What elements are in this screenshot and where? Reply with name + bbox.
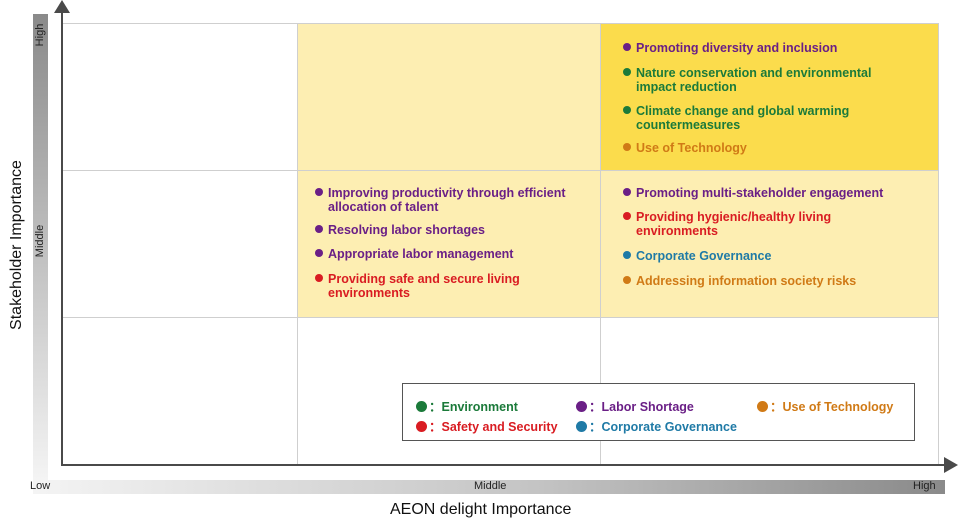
list-item: Climate change and global warming counte…	[623, 104, 849, 132]
safety-dot-icon	[623, 212, 631, 220]
technology-dot-icon	[757, 401, 768, 412]
list-item: Use of Technology	[623, 141, 747, 155]
cell-middle-high	[298, 23, 601, 171]
list-item: Resolving labor shortages	[315, 223, 485, 237]
list-item: Corporate Governance	[623, 249, 771, 263]
legend-item-use-of-technology: ：Use of Technology	[757, 396, 893, 415]
x-tick-middle: Middle	[474, 480, 507, 492]
y-tick-high: High	[34, 23, 46, 47]
labor-shortage-dot-icon	[576, 401, 587, 412]
cell-low-high	[63, 23, 298, 171]
cell-high-middle	[601, 171, 939, 318]
list-item: Appropriate labor management	[315, 247, 513, 261]
x-axis-gradient-bar	[33, 480, 945, 494]
list-item: Providing hygienic/healthy living enviro…	[623, 210, 831, 238]
list-item: Nature conservation and environmental im…	[623, 66, 871, 94]
list-item: Improving productivity through efficient…	[315, 186, 566, 214]
legend-item-environment: ：Environment	[416, 396, 518, 415]
technology-dot-icon	[623, 276, 631, 284]
labor-shortage-dot-icon	[623, 43, 631, 51]
list-item: Promoting diversity and inclusion	[623, 41, 837, 55]
x-axis-title: AEON delight Importance	[390, 501, 572, 518]
legend-item-corporate-governance: ：Corporate Governance	[576, 416, 737, 435]
environment-dot-icon	[623, 68, 631, 76]
legend-item-labor-shortage: ：Labor Shortage	[576, 396, 694, 415]
x-axis-arrow-icon	[944, 457, 958, 473]
cell-low-low	[63, 318, 298, 465]
cell-high-high	[601, 23, 939, 171]
y-axis-gradient-bar	[33, 14, 48, 480]
legend-item-safety-and-security: ：Safety and Security	[416, 416, 558, 435]
x-axis-line	[61, 464, 946, 466]
y-axis-arrow-icon	[54, 0, 70, 13]
labor-shortage-dot-icon	[623, 188, 631, 196]
list-item: Addressing information society risks	[623, 274, 856, 288]
labor-shortage-dot-icon	[315, 188, 323, 196]
technology-dot-icon	[623, 143, 631, 151]
cell-low-middle	[63, 171, 298, 318]
environment-dot-icon	[623, 106, 631, 114]
list-item: Providing safe and secure living environ…	[315, 272, 520, 300]
cell-middle-middle	[298, 171, 601, 318]
labor-shortage-dot-icon	[315, 249, 323, 257]
y-axis-title: Stakeholder Importance	[8, 160, 25, 330]
x-tick-high: High	[913, 480, 936, 492]
safety-dot-icon	[315, 274, 323, 282]
governance-dot-icon	[576, 421, 587, 432]
labor-shortage-dot-icon	[315, 225, 323, 233]
y-axis-line	[61, 10, 63, 465]
environment-dot-icon	[416, 401, 427, 412]
legend-box	[402, 383, 915, 441]
y-tick-middle: Middle	[34, 224, 46, 258]
x-tick-low: Low	[30, 480, 51, 492]
governance-dot-icon	[623, 251, 631, 259]
safety-dot-icon	[416, 421, 427, 432]
list-item: Promoting multi-stakeholder engagement	[623, 186, 883, 200]
